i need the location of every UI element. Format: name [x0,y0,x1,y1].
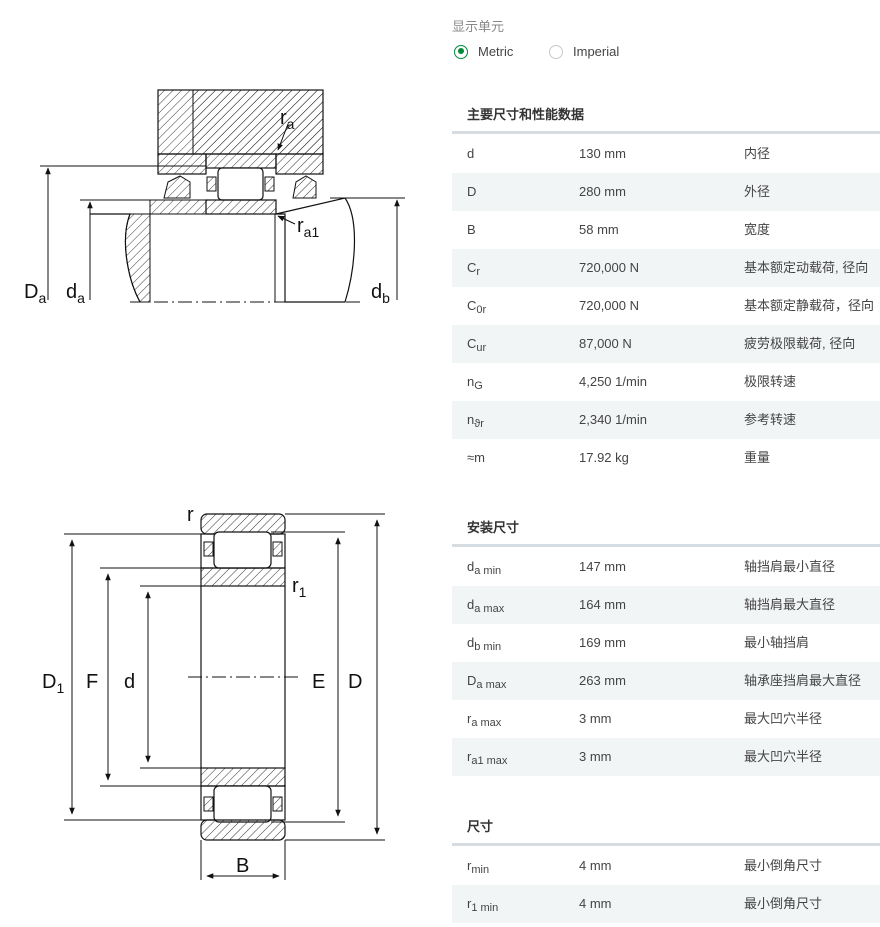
table-row: db min 169 mm 最小轴挡肩 [452,624,880,662]
table-row: nG 4,250 1/min 极限转速 [452,363,880,401]
bearing-drawing-svg: Da da db ra ra1 [24,89,405,880]
row-description: 最大凹穴半径 [744,711,823,726]
radio-imperial[interactable]: Imperial [549,44,619,59]
label-B: B [236,855,249,877]
row-symbol: da min [467,559,502,577]
row-value: 130 mm [579,146,626,161]
row-value: 280 mm [579,184,626,199]
row-symbol: B [467,222,476,237]
table-row: D 280 mm 外径 [452,173,880,211]
row-symbol: nG [467,374,483,392]
row-symbol: d [467,146,475,161]
row-symbol: rmin [467,858,490,876]
section-title-mounting: 安装尺寸 [467,520,520,535]
row-symbol: C0r [467,298,487,316]
label-E: E [312,671,325,693]
row-symbol: ra max [467,711,502,729]
units-label: 显示单元 [452,19,505,34]
row-symbol: Cr [467,260,481,278]
row-description: 极限转速 [744,374,797,389]
row-description: 最小倒角尺寸 [744,896,823,911]
row-description: 宽度 [744,222,771,237]
row-description: 轴承座挡肩最大直径 [744,673,862,688]
label-r: r [187,504,194,526]
radio-imperial-label: Imperial [573,44,620,59]
table-row: r1 min 4 mm 最小倒角尺寸 [452,885,880,923]
row-value: 263 mm [579,673,626,688]
section-title-dimensions: 尺寸 [467,819,494,834]
row-symbol: da max [467,597,505,615]
label-ra1: ra1 [297,215,319,240]
section-divider [452,131,880,134]
row-description: 外径 [744,184,771,199]
row-description: 重量 [744,450,771,465]
row-symbol: db min [467,635,502,653]
row-description: 参考转速 [744,412,797,427]
label-r1: r1 [292,575,307,600]
section-divider [452,544,880,547]
table-row: da max 164 mm 轴挡肩最大直径 [452,586,880,624]
table-row: rmin 4 mm 最小倒角尺寸 [452,847,880,885]
table-row: Da max 263 mm 轴承座挡肩最大直径 [452,662,880,700]
row-value: 4 mm [579,858,612,873]
label-D1: D1 [42,671,64,696]
row-value: 58 mm [579,222,619,237]
row-description: 轴挡肩最大直径 [744,597,836,612]
table-row: B 58 mm 宽度 [452,211,880,249]
table-row: Cr 720,000 N 基本额定动载荷, 径向 [452,249,880,287]
label-da: da [66,281,85,306]
row-symbol: ra1 max [467,749,508,767]
radio-metric-label: Metric [478,44,514,59]
bearing-drawings: Da da db ra ra1 [24,89,405,880]
table-row: ra max 3 mm 最大凹穴半径 [452,700,880,738]
row-value: 17.92 kg [579,450,629,465]
row-description: 最大凹穴半径 [744,749,823,764]
row-value: 2,340 1/min [579,412,647,427]
row-value: 147 mm [579,559,626,574]
table-row: d 130 mm 内径 [452,135,880,173]
label-db: db [371,281,390,306]
row-symbol: Da max [467,673,507,691]
section-title-main: 主要尺寸和性能数据 [467,107,585,122]
row-description: 基本额定静载荷，径向 [744,298,875,313]
table-row: ≈m 17.92 kg 重量 [452,439,880,477]
row-value: 4 mm [579,896,612,911]
radio-imperial-indicator[interactable] [549,44,563,59]
row-description: 基本额定动载荷, 径向 [744,260,869,275]
row-symbol: nϑr [467,412,484,430]
cross-section-drawing: D1 F d E D B r r1 [42,504,385,880]
radio-metric-indicator[interactable] [454,44,468,59]
section-divider [452,843,880,846]
table-row: ra1 max 3 mm 最大凹穴半径 [452,738,880,776]
row-description: 疲劳极限载荷, 径向 [744,336,856,351]
table-row: da min 147 mm 轴挡肩最小直径 [452,548,880,586]
label-d: d [124,671,135,693]
table-row: nϑr 2,340 1/min 参考转速 [452,401,880,439]
table-row: C0r 720,000 N 基本额定静载荷，径向 [452,287,880,325]
row-description: 内径 [744,146,771,161]
row-description: 轴挡肩最小直径 [744,559,836,574]
row-description: 最小倒角尺寸 [744,858,823,873]
row-symbol: ≈m [467,450,485,465]
label-ra: ra [280,107,295,132]
row-symbol: r1 min [467,896,499,914]
row-value: 3 mm [579,711,612,726]
row-value: 87,000 N [579,336,632,351]
label-Da: Da [24,281,46,306]
row-value: 4,250 1/min [579,374,647,389]
row-value: 3 mm [579,749,612,764]
row-description: 最小轴挡肩 [744,635,810,650]
mounting-drawing: Da da db ra ra1 [24,89,405,306]
row-value: 164 mm [579,597,626,612]
radio-metric[interactable]: Metric [454,44,513,59]
table-row: Cur 87,000 N 疲劳极限载荷, 径向 [452,325,880,363]
label-F: F [86,671,98,693]
row-symbol: D [467,184,477,199]
label-D: D [348,671,362,693]
row-symbol: Cur [467,336,487,354]
row-value: 169 mm [579,635,626,650]
row-value: 720,000 N [579,298,639,313]
row-value: 720,000 N [579,260,639,275]
